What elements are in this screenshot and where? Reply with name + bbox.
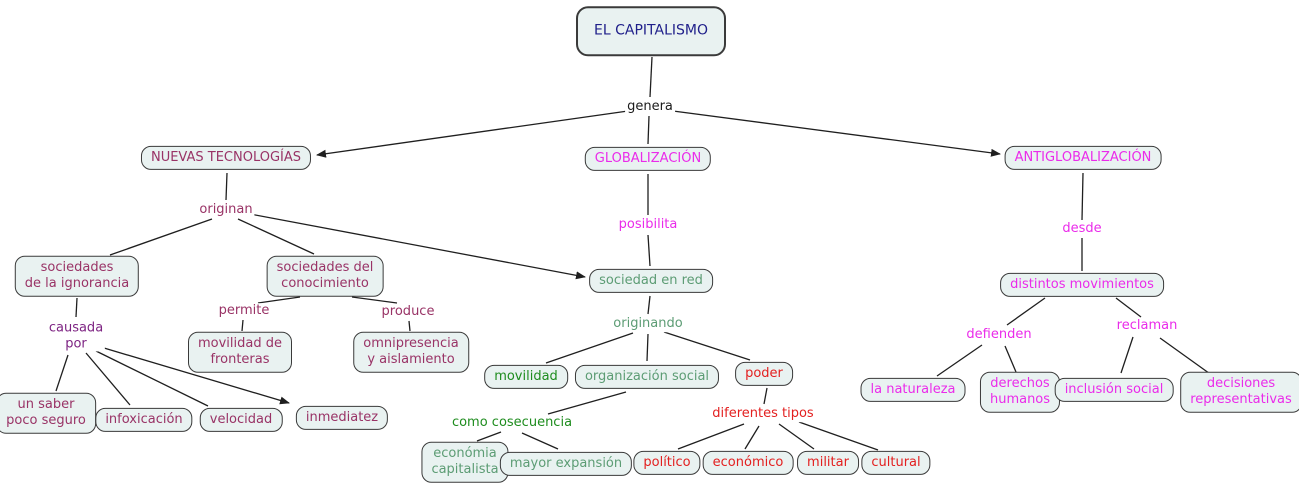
node-sociedades-conocimiento[interactable]: sociedades del conocimiento (266, 255, 384, 297)
node-distintos-movimientos[interactable]: distintos movimientos (1000, 272, 1164, 298)
node-mayor-expansion[interactable]: mayor expansión (499, 451, 633, 477)
node-inmediatez[interactable]: inmediatez (295, 405, 389, 431)
node-movilidad-fronteras[interactable]: movilidad de fronteras (188, 331, 292, 373)
node-economico[interactable]: económico (702, 450, 794, 476)
link-label-permite[interactable]: permite (216, 303, 272, 319)
node-poder[interactable]: poder (735, 361, 793, 387)
link-label-originando[interactable]: originando (611, 316, 685, 332)
node-sociedad-en-red[interactable]: sociedad en red (589, 268, 713, 294)
link-label-como-cosecuencia[interactable]: como cosecuencia (449, 415, 575, 431)
node-la-naturaleza[interactable]: la naturaleza (860, 377, 966, 403)
node-derechos-humanos[interactable]: derechos humanos (979, 371, 1061, 413)
link-label-genera[interactable]: genera (625, 99, 675, 115)
node-un-saber-poco-seguro[interactable]: un saber poco seguro (0, 392, 96, 434)
node-globalizacion[interactable]: GLOBALIZACIÓN (584, 146, 712, 172)
node-omnipresencia-aislamiento[interactable]: omnipresencia y aislamiento (353, 331, 469, 373)
node-cultural[interactable]: cultural (861, 450, 931, 476)
link-label-originan[interactable]: originan (197, 202, 255, 218)
node-inclusion-social[interactable]: inclusión social (1054, 377, 1174, 403)
link-label-reclaman[interactable]: reclaman (1114, 318, 1180, 334)
node-economia-capitalista[interactable]: económia capitalista (421, 441, 509, 483)
node-militar[interactable]: militar (797, 450, 859, 476)
node-organizacion-social[interactable]: organización social (574, 364, 720, 390)
link-label-diferentes-tipos[interactable]: diferentes tipos (710, 406, 816, 422)
node-movilidad[interactable]: movilidad (484, 364, 568, 390)
link-label-posibilita[interactable]: posibilita (616, 217, 680, 233)
node-sociedades-ignorancia[interactable]: sociedades de la ignorancia (14, 255, 140, 297)
node-el-capitalismo[interactable]: EL CAPITALISMO (576, 6, 726, 56)
node-decisiones-representativas[interactable]: decisiones representativas (1180, 371, 1299, 413)
link-label-causada-por[interactable]: causada por (46, 320, 106, 352)
node-antiglobalizacion[interactable]: ANTIGLOBALIZACIÓN (1004, 145, 1162, 171)
node-politico[interactable]: político (633, 450, 701, 476)
link-label-produce[interactable]: produce (379, 304, 437, 320)
node-infoxicacion[interactable]: infoxicación (95, 407, 193, 433)
link-label-defienden[interactable]: defienden (964, 327, 1034, 343)
node-velocidad[interactable]: velocidad (199, 407, 283, 433)
link-label-desde[interactable]: desde (1060, 221, 1104, 237)
node-nuevas-tecnologias[interactable]: NUEVAS TECNOLOGÍAS (140, 145, 312, 171)
